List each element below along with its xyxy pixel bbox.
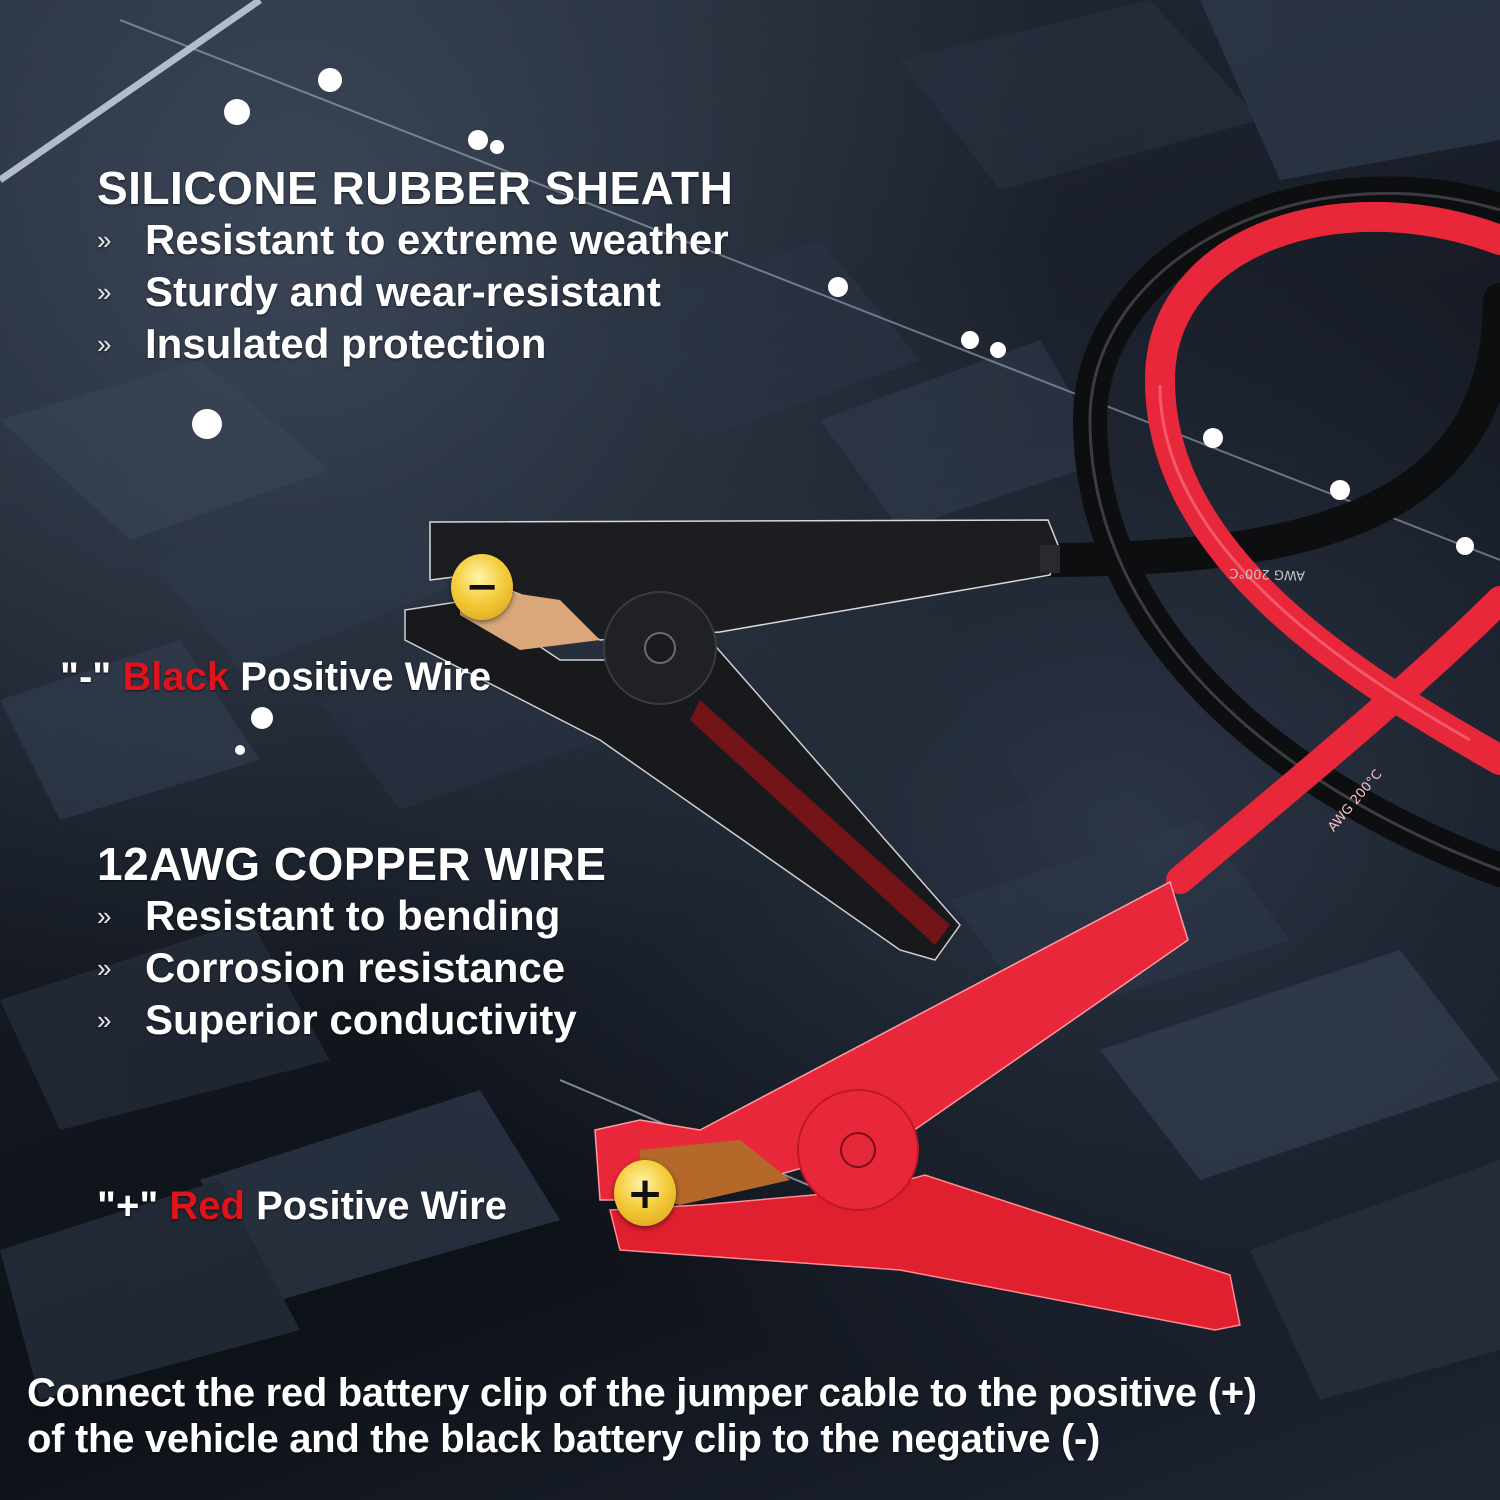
feature-bullet: » Corrosion resistance [97, 942, 606, 994]
double-chevron-right-icon: » [97, 953, 112, 983]
section-heading: SILICONE RUBBER SHEATH [97, 162, 734, 214]
feature-text: Insulated protection [145, 320, 547, 367]
double-chevron-right-icon: » [97, 1005, 112, 1035]
instruction-line-2: of the vehicle and the black battery cli… [27, 1417, 1101, 1461]
feature-bullet: » Resistant to extreme weather [97, 214, 733, 266]
red-clip [594, 880, 1241, 1331]
feature-bullet: » Sturdy and wear-resistant [97, 266, 733, 318]
section-heading: 12AWG COPPER WIRE [97, 838, 607, 890]
double-chevron-right-icon: » [97, 901, 112, 931]
double-chevron-right-icon: » [97, 225, 112, 255]
wire-color-word: Red [169, 1184, 245, 1228]
wire-label-text: Positive Wire [256, 1184, 507, 1228]
feature-text: Resistant to bending [145, 892, 561, 939]
feature-text: Resistant to extreme weather [145, 216, 729, 263]
instruction-line-1: Connect the red battery clip of the jump… [27, 1371, 1257, 1415]
wire-symbol: "-" [60, 655, 112, 699]
red-cable-loop [1144, 201, 1500, 775]
black-clip [404, 519, 1060, 961]
feature-text: Corrosion resistance [145, 944, 566, 991]
black-cable-print: AWG 200°C [1229, 565, 1305, 583]
plus-glyph: + [626, 1167, 664, 1219]
feature-text: Sturdy and wear-resistant [145, 268, 661, 315]
connection-instructions: Connect the red battery clip of the jump… [27, 1370, 1257, 1462]
red-wire-label: "+" Red Positive Wire [97, 1184, 507, 1229]
feature-bullet: » Insulated protection [97, 318, 733, 370]
plus-badge-icon: + [614, 1160, 676, 1226]
black-wire-label: "-" Black Positive Wire [60, 655, 491, 700]
feature-text: Superior conductivity [145, 996, 577, 1043]
wire-symbol: "+" [97, 1184, 159, 1228]
double-chevron-right-icon: » [97, 277, 112, 307]
minus-badge-icon: − [451, 554, 513, 620]
wire-label-text: Positive Wire [240, 655, 492, 699]
red-cable [1166, 586, 1500, 894]
double-chevron-right-icon: » [97, 329, 112, 359]
feature-bullet: » Superior conductivity [97, 994, 606, 1046]
wire-color-word: Black [122, 655, 230, 699]
feature-bullet: » Resistant to bending [97, 890, 606, 942]
silicone-sheath-section: SILICONE RUBBER SHEATH » Resistant to ex… [97, 162, 733, 370]
minus-glyph: − [465, 564, 499, 610]
copper-wire-section: 12AWG COPPER WIRE » Resistant to bending… [97, 838, 606, 1046]
